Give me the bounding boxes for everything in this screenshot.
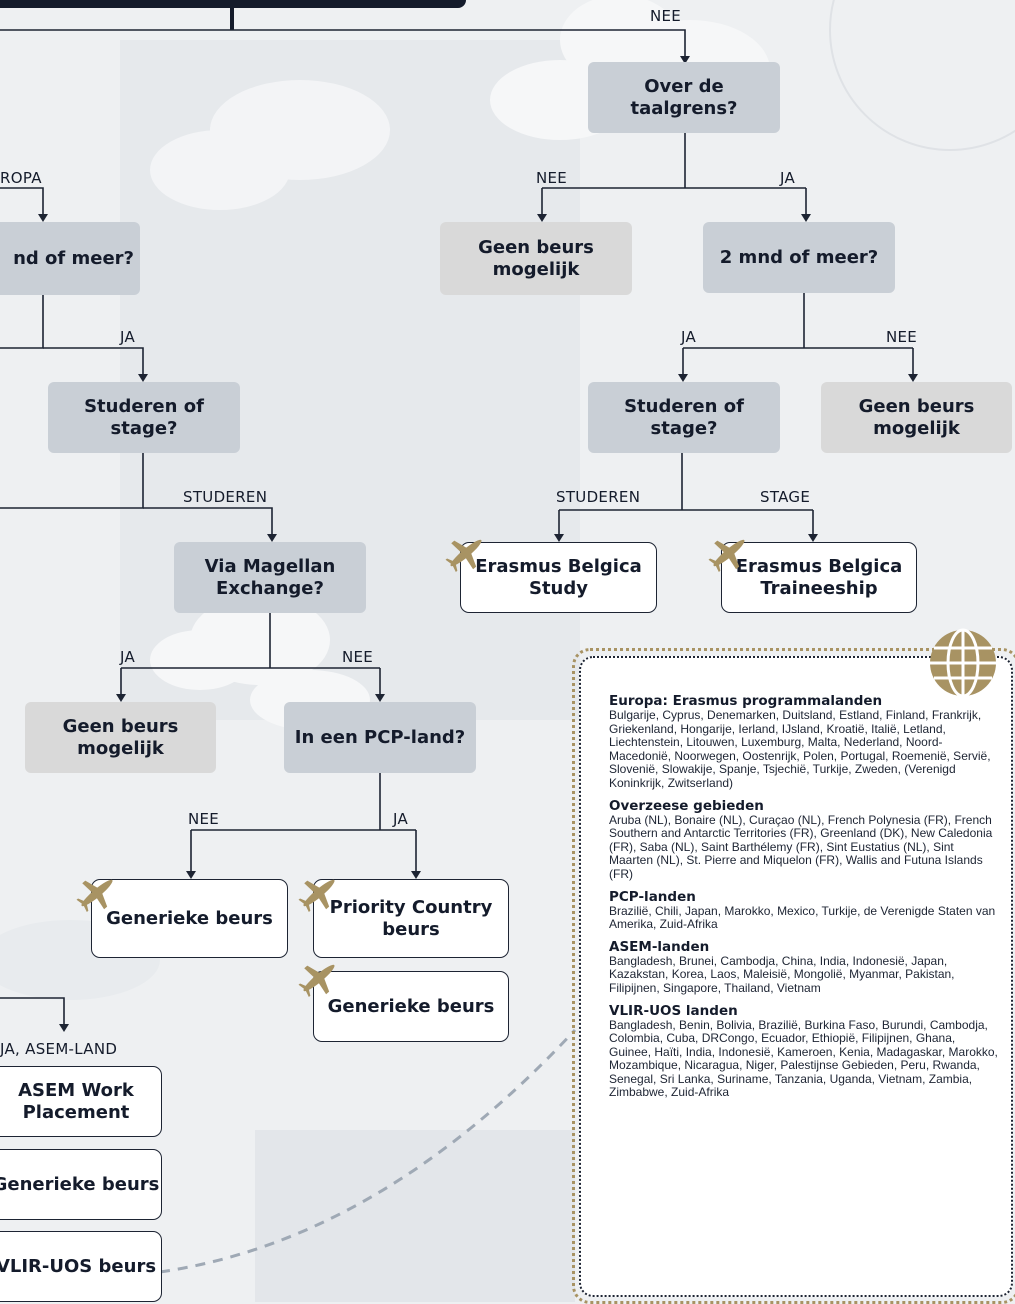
result-generieke-beurs-2: Generieke beurs (313, 971, 509, 1042)
section-asem: ASEM-landen Bangladesh, Brunei, Cambodja… (609, 938, 999, 996)
label-studeren-left: STUDEREN (183, 488, 268, 506)
result-priority-country-beurs: Priority Country beurs (313, 879, 509, 958)
top-bar (0, 0, 466, 8)
question-2mnd-left: nd of meer? (0, 222, 140, 295)
label-nee-top: NEE (650, 7, 682, 25)
result-generieke-beurs-1: Generieke beurs (91, 879, 288, 958)
airplane-icon (298, 879, 335, 912)
section-text: Aruba (NL), Bonaire (NL), Curaçao (NL), … (609, 812, 993, 881)
section-text: Brazilië, Chili, Japan, Marokko, Mexico,… (609, 903, 996, 932)
section-overzee: Overzeese gebieden Aruba (NL), Bonaire (… (609, 797, 999, 882)
section-text: Bulgarije, Cyprus, Denemarken, Duitsland… (609, 708, 991, 790)
label-ja-magellan: JA (120, 648, 136, 666)
no-grant-box-1: Geen beurs mogelijk (440, 222, 632, 295)
question-2mnd-right: 2 mnd of meer? (703, 222, 895, 293)
no-grant-box-3: Geen beurs mogelijk (25, 702, 216, 773)
section-text: Bangladesh, Benin, Bolivia, Brazilië, Bu… (609, 1017, 998, 1100)
globe-icon (930, 628, 996, 698)
question-studeren-stage-left: Studeren of stage? (48, 382, 240, 453)
section-title: PCP-landen (609, 888, 696, 905)
result-generieke-beurs-3: Generieke beurs (0, 1149, 162, 1220)
label-ja-left: JA (120, 328, 136, 346)
label-ja-taalgrens: JA (780, 169, 796, 187)
label-nee-taalgrens: NEE (536, 169, 568, 187)
airplane-icon (76, 879, 113, 912)
label-ja-asem: JA, ASEM-LAND (0, 1040, 118, 1058)
airplane-icon (298, 964, 335, 997)
question-taalgrens: Over de taalgrens? (588, 62, 780, 133)
question-magellan: Via Magellan Exchange? (174, 542, 366, 613)
label-nee-mnd-right: NEE (886, 328, 918, 346)
section-title: VLIR-UOS landen (609, 1002, 738, 1019)
result-asem-work-placement: ASEM Work Placement (0, 1066, 162, 1137)
label-nee-magellan: NEE (342, 648, 374, 666)
section-title: Overzeese gebieden (609, 797, 764, 814)
section-europa: Europa: Erasmus programmalanden Bulgarij… (609, 694, 999, 791)
label-nee-pcp: NEE (188, 810, 220, 828)
result-erasmus-belgica-traineeship: Erasmus Belgica Traineeship (721, 542, 917, 613)
label-ja-pcp: JA (393, 810, 409, 828)
info-panel: Europa: Erasmus programmalanden Bulgarij… (579, 656, 1013, 1297)
section-pcp: PCP-landen Brazilië, Chili, Japan, Marok… (609, 888, 999, 932)
section-text: Bangladesh, Brunei, Cambodja, China, Ind… (609, 953, 955, 995)
section-title: Europa: Erasmus programmalanden (609, 693, 883, 709)
label-stage-right: STAGE (760, 488, 811, 506)
question-pcp-land: In een PCP-land? (284, 702, 476, 773)
label-ja-mnd-right: JA (681, 328, 697, 346)
result-erasmus-belgica-study: Erasmus Belgica Study (460, 542, 657, 613)
airplane-icon (445, 539, 482, 572)
result-vlir-uos-beurs: VLIR-UOS beurs (0, 1231, 162, 1302)
label-studeren-right: STUDEREN (556, 488, 641, 506)
label-europa: ROPA (0, 169, 42, 187)
question-studeren-stage-right: Studeren of stage? (588, 382, 780, 453)
section-vlir: VLIR-UOS landen Bangladesh, Benin, Boliv… (609, 1002, 999, 1101)
section-title: ASEM-landen (609, 938, 710, 955)
airplane-icon (708, 539, 745, 572)
no-grant-box-2: Geen beurs mogelijk (821, 382, 1012, 453)
